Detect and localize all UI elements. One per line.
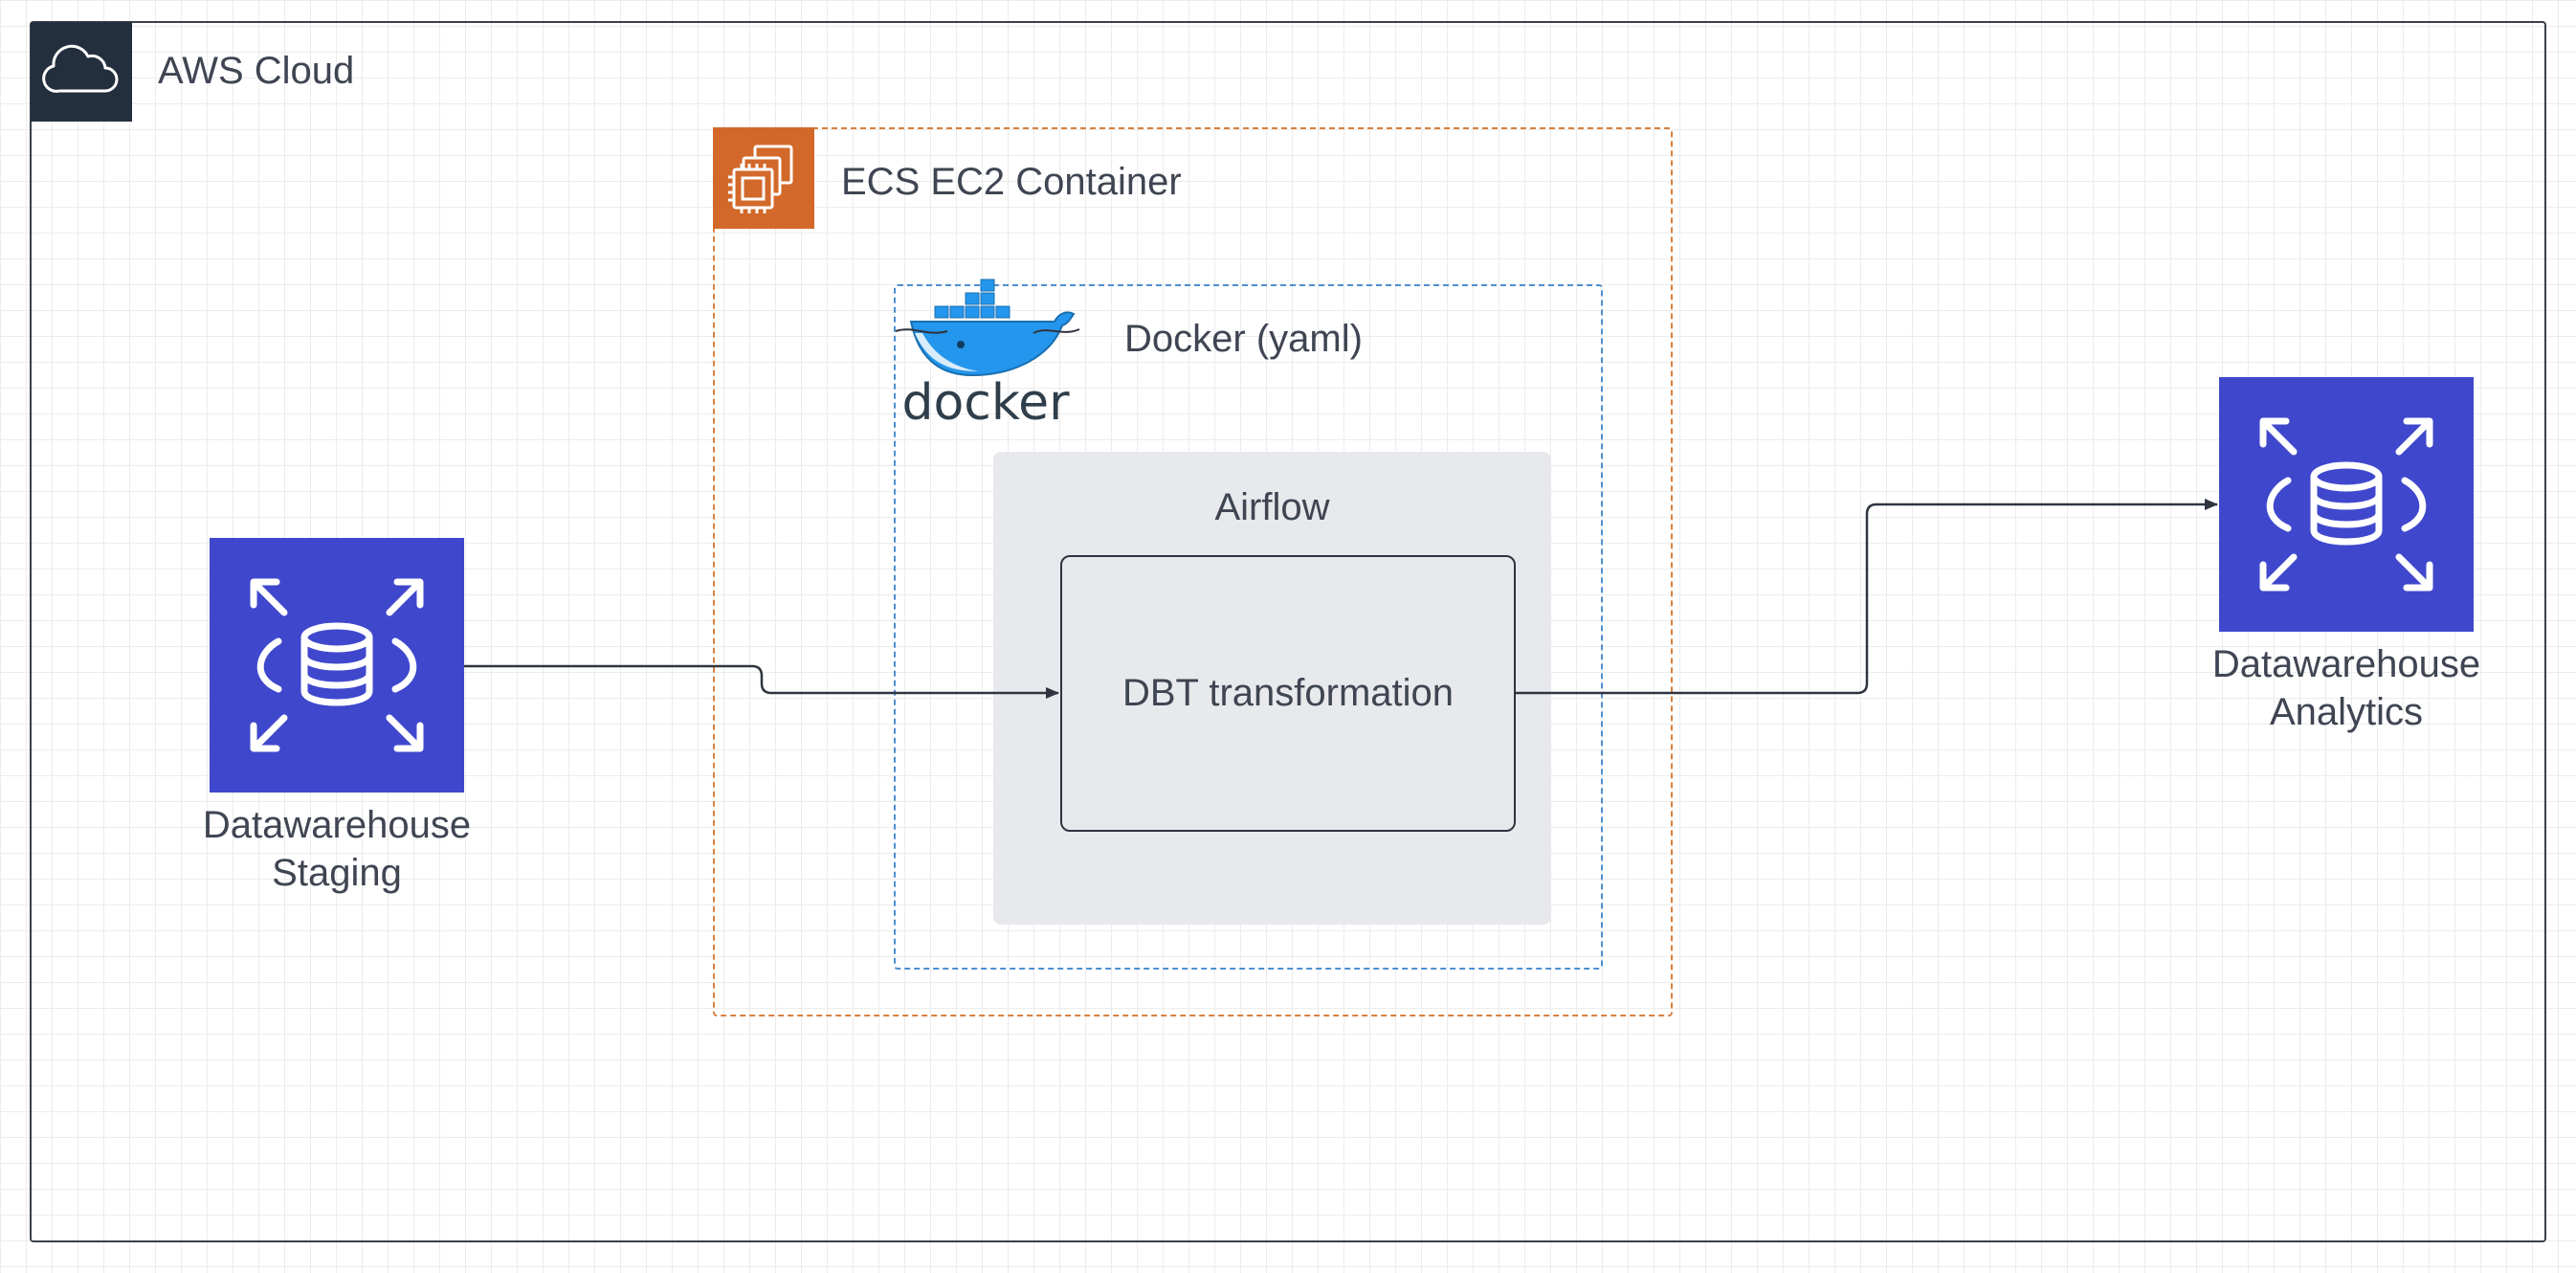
datawarehouse-staging-label-line1: Datawarehouse — [202, 804, 472, 846]
airflow-group — [993, 452, 1551, 925]
datawarehouse-analytics-label-line2: Analytics — [2269, 691, 2424, 733]
datawarehouse-staging-label: Datawarehouse Staging — [136, 801, 538, 897]
dbt-transformation-label: DBT transformation — [1121, 672, 1455, 714]
docker-whale-icon: docker — [895, 279, 1080, 432]
cloud-icon — [42, 44, 119, 93]
dbt-transformation-node[interactable]: DBT transformation — [1060, 555, 1516, 832]
docker-logo: docker — [890, 276, 1083, 432]
aws-cloud-group — [30, 21, 2546, 1242]
datawarehouse-staging-label-line2: Staging — [272, 852, 402, 894]
datawarehouse-analytics-node[interactable] — [2219, 377, 2474, 632]
ecs-icon-tile — [713, 127, 814, 229]
datawarehouse-analytics-label: Datawarehouse Analytics — [2145, 640, 2547, 736]
docker-title: Docker (yaml) — [1124, 318, 1363, 360]
aws-cloud-title: AWS Cloud — [158, 50, 355, 92]
aws-cloud-icon-tile — [31, 22, 132, 122]
database-icon — [2259, 417, 2433, 592]
database-icon — [250, 578, 424, 752]
chip-icon — [728, 145, 793, 213]
datawarehouse-staging-node[interactable] — [210, 538, 464, 793]
docker-logo-text: docker — [901, 374, 1070, 429]
ecs-container-title: ECS EC2 Container — [841, 161, 1182, 203]
datawarehouse-analytics-label-line1: Datawarehouse — [2211, 643, 2481, 685]
airflow-title: Airflow — [1214, 486, 1330, 528]
